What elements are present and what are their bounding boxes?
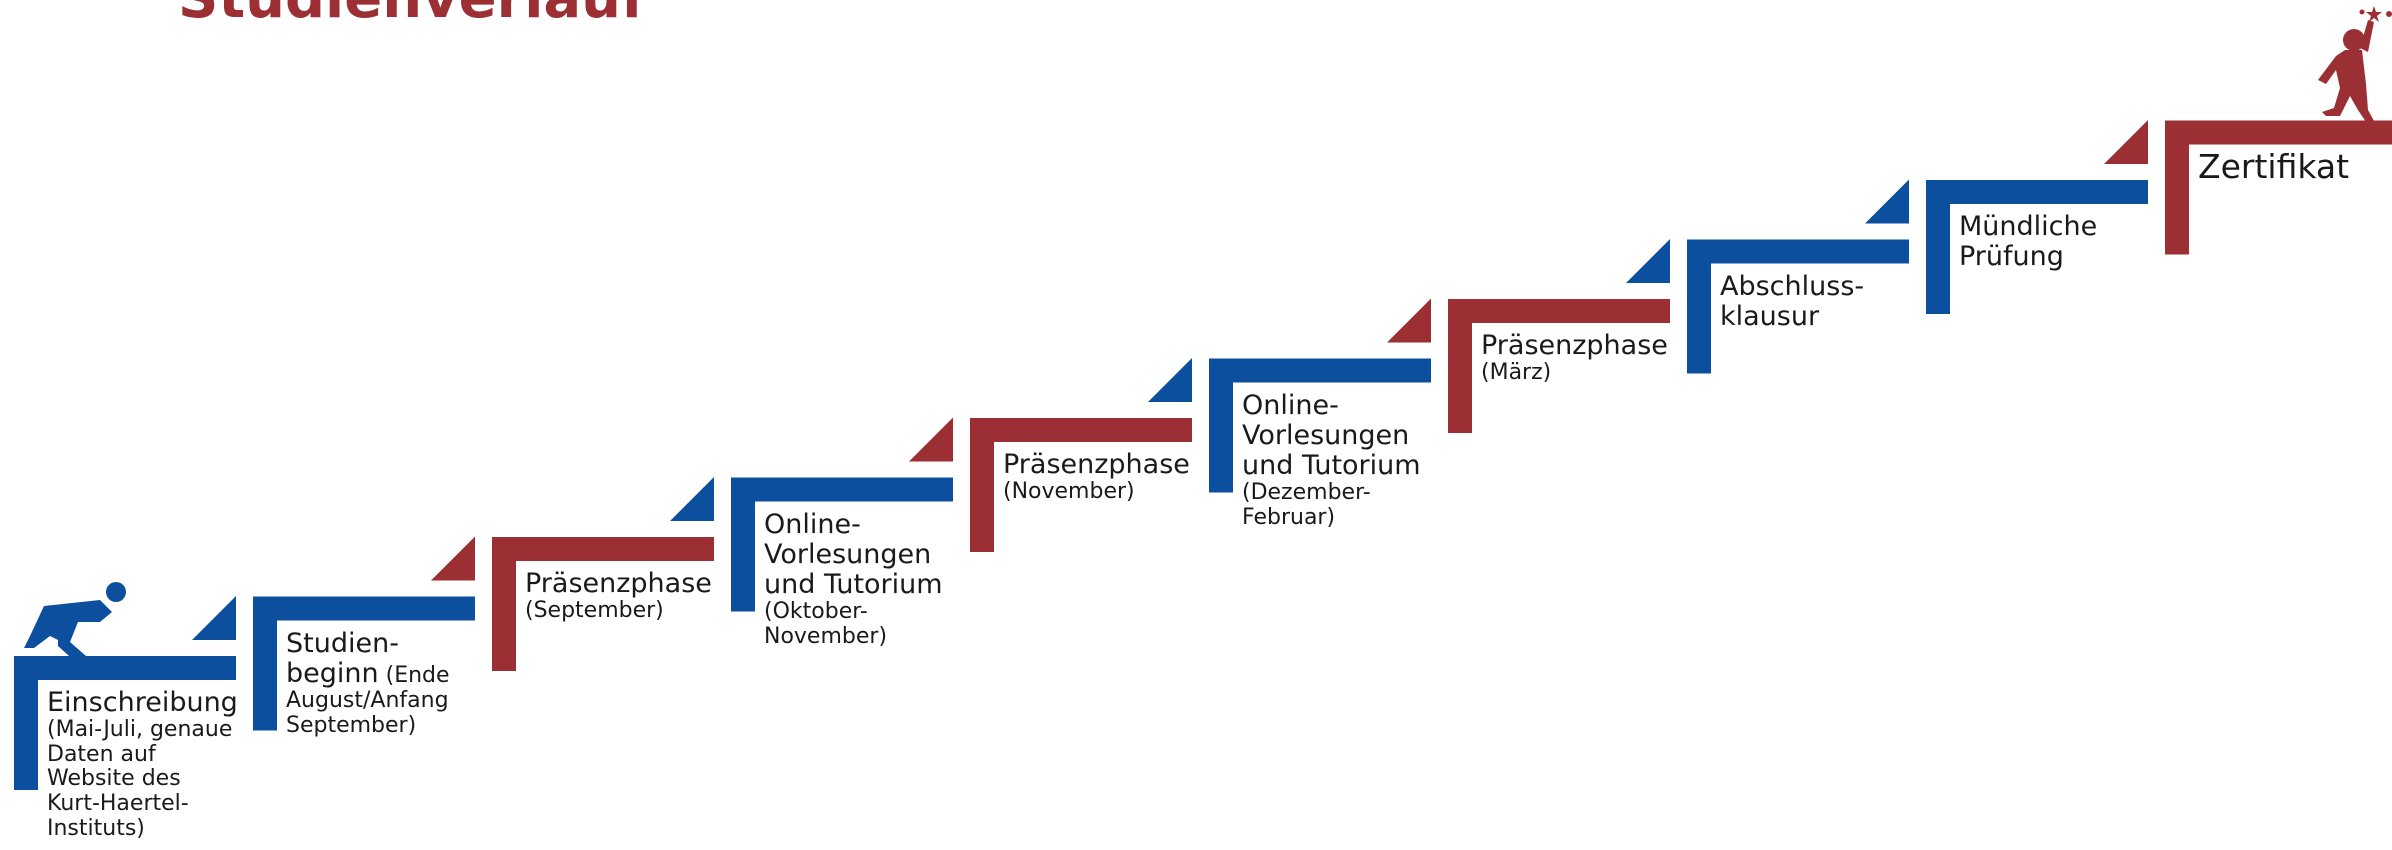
step-title: Vorlesungen bbox=[1242, 419, 1410, 451]
step-title: Studien- bbox=[286, 627, 399, 659]
step-title: Prüfung bbox=[1959, 241, 2064, 273]
step-corner-triangle bbox=[909, 417, 953, 462]
step-bar bbox=[1448, 299, 1670, 323]
step-bar bbox=[1209, 358, 1431, 383]
crouching-runner-icon bbox=[24, 582, 126, 664]
step-title: Mündliche bbox=[1959, 211, 2098, 242]
step-bar bbox=[731, 477, 953, 502]
step-subtitle: Februar) bbox=[1242, 504, 1336, 530]
step-riser bbox=[1448, 299, 1472, 433]
step-bar bbox=[2165, 120, 2392, 145]
step-label: Präsenzphase(November) bbox=[1003, 449, 1190, 505]
step-label: Präsenzphase(März) bbox=[1481, 330, 1668, 386]
step-subtitle: (September) bbox=[525, 598, 664, 624]
step-subtitle: August/Anfang bbox=[286, 687, 449, 713]
step-bar bbox=[253, 596, 475, 621]
step-subtitle: Instituts) bbox=[47, 815, 145, 841]
step-subtitle: (Dezember- bbox=[1242, 480, 1371, 506]
stair-step bbox=[492, 477, 714, 671]
step-corner-triangle bbox=[1387, 298, 1431, 343]
step-title: Vorlesungen bbox=[764, 538, 932, 570]
step-subtitle: Website des bbox=[47, 766, 181, 792]
step-subtitle: (März) bbox=[1481, 360, 1552, 386]
step-subtitle: September) bbox=[286, 712, 417, 738]
step-title: Präsenzphase bbox=[525, 568, 712, 599]
step-subtitle: (November) bbox=[1003, 479, 1135, 505]
step-riser bbox=[731, 477, 755, 612]
step-bar bbox=[970, 418, 1192, 442]
step-label: Zertifikat bbox=[2198, 146, 2350, 186]
stair-step bbox=[2165, 120, 2392, 255]
step-riser bbox=[1926, 180, 1950, 314]
step-title: Präsenzphase bbox=[1003, 449, 1190, 480]
step-riser bbox=[14, 656, 38, 790]
step-subtitle: (Ende bbox=[378, 662, 450, 688]
step-subtitle: (Mai-Juli, genaue bbox=[47, 717, 233, 743]
stair-step bbox=[1687, 179, 1909, 374]
step-label: Abschluss-klausur bbox=[1720, 270, 1865, 332]
step-riser bbox=[970, 418, 994, 552]
step-subtitle: Kurt-Haertel- bbox=[47, 791, 189, 817]
step-title: Einschreibung bbox=[47, 687, 238, 718]
step-riser bbox=[253, 596, 277, 731]
step-corner-triangle bbox=[2104, 120, 2148, 164]
step-corner-triangle bbox=[670, 477, 714, 521]
step-title: klausur bbox=[1720, 300, 1820, 332]
stair-step bbox=[253, 536, 475, 731]
step-label: Präsenzphase(September) bbox=[525, 568, 712, 624]
step-subtitle: (Oktober- bbox=[764, 599, 868, 625]
step-corner-triangle bbox=[1865, 179, 1909, 224]
step-riser bbox=[2165, 120, 2189, 255]
step-corner-triangle bbox=[431, 536, 475, 581]
step-title: Abschluss- bbox=[1720, 270, 1865, 302]
step-title: Online- bbox=[1242, 389, 1339, 421]
stair-step bbox=[1448, 239, 1670, 433]
stair-step bbox=[970, 358, 1192, 552]
step-subtitle: Daten auf bbox=[47, 741, 156, 767]
step-riser bbox=[492, 537, 516, 671]
step-riser bbox=[1687, 239, 1711, 374]
step-bar bbox=[1926, 180, 2148, 204]
stair-step bbox=[1209, 298, 1431, 493]
step-title: beginn (Ende bbox=[286, 657, 450, 689]
step-title: und Tutorium bbox=[1242, 449, 1421, 481]
stair-step bbox=[731, 417, 953, 612]
page-title: Studienverlauf bbox=[178, 0, 645, 31]
steps-layer bbox=[14, 120, 2392, 790]
step-corner-triangle bbox=[1626, 239, 1670, 283]
step-title: und Tutorium bbox=[764, 568, 943, 600]
step-bar bbox=[14, 656, 236, 680]
step-riser bbox=[1209, 358, 1233, 493]
reaching-star-figure-icon bbox=[2318, 6, 2392, 128]
stair-step bbox=[1926, 120, 2148, 314]
step-bar bbox=[492, 537, 714, 561]
step-title: Online- bbox=[764, 508, 861, 540]
stair-step bbox=[14, 596, 236, 790]
step-title: Zertifikat bbox=[2198, 146, 2350, 186]
step-title: Präsenzphase bbox=[1481, 330, 1668, 361]
step-corner-triangle bbox=[1148, 358, 1192, 402]
step-corner-triangle bbox=[192, 596, 236, 640]
step-subtitle: November) bbox=[764, 623, 888, 649]
step-bar bbox=[1687, 239, 1909, 264]
